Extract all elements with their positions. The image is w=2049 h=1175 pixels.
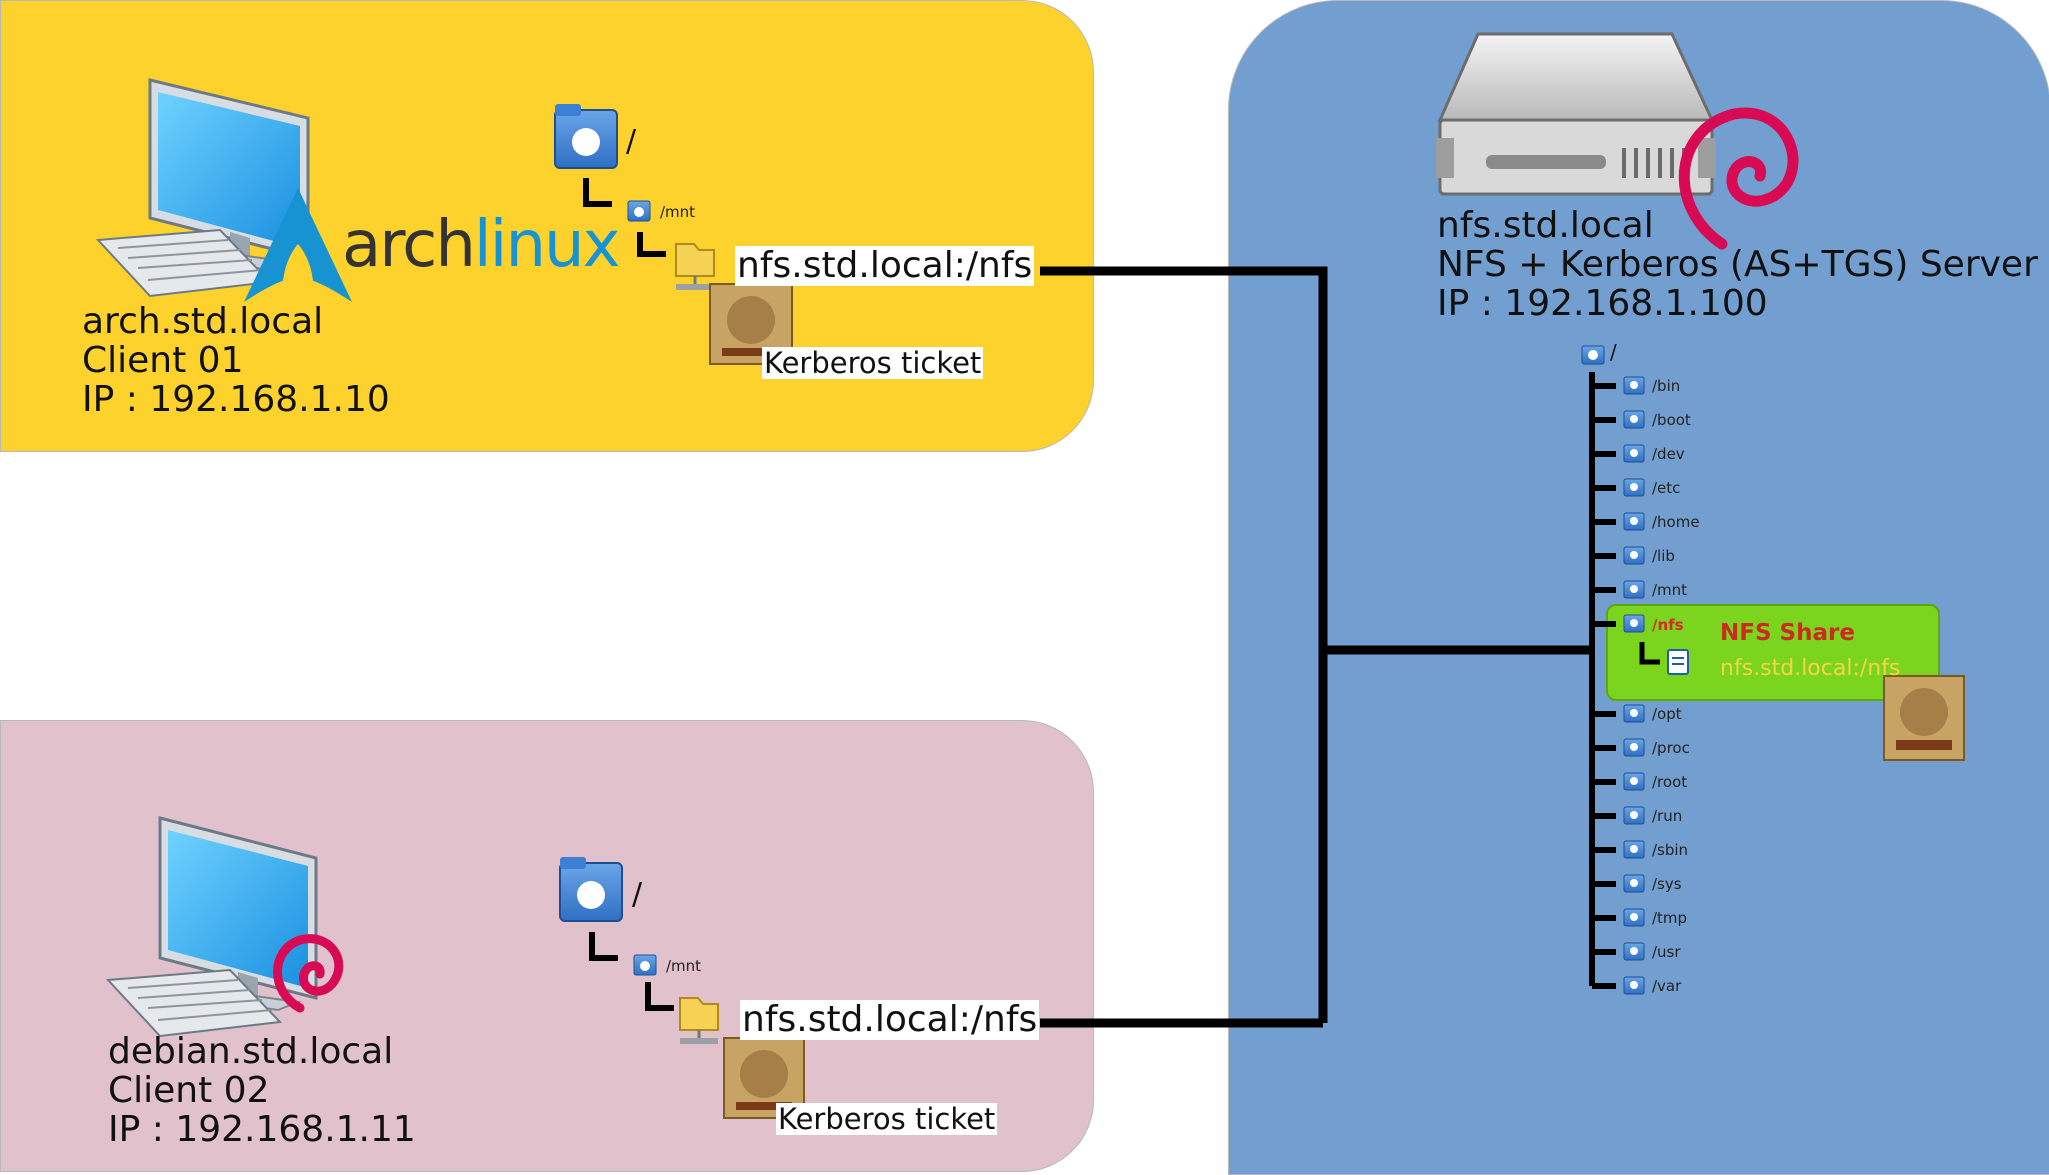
client01-hostname: arch.std.local: [82, 301, 324, 342]
client02-ticket-label: Kerberos ticket: [776, 1102, 998, 1136]
server-dir-bin: /bin: [1652, 377, 1681, 395]
folder-icon: [1623, 580, 1645, 599]
folder-icon: [627, 200, 651, 222]
server-icon: [1436, 32, 1716, 196]
folder-icon: [1623, 976, 1645, 995]
client01-role: Client 01: [82, 340, 244, 381]
server-dir-boot: /boot: [1652, 411, 1691, 429]
server-dir-dev: /dev: [1652, 445, 1685, 463]
client02-mnt-label: /mnt: [666, 957, 702, 975]
folder-icon: [633, 954, 657, 976]
folder-icon: [1623, 908, 1645, 927]
folder-icon: [1623, 478, 1645, 497]
folder-icon: [1623, 772, 1645, 791]
client01-root-label: /: [626, 124, 637, 159]
folder-icon: [1623, 614, 1645, 633]
kerberos-ticket-icon: [1883, 675, 1965, 761]
server-tree: [1581, 345, 1965, 995]
server-dir-run: /run: [1652, 807, 1683, 825]
folder-icon: [1623, 376, 1645, 395]
server-dir-var: /var: [1652, 977, 1682, 995]
kerberos-ticket-icon: [723, 1037, 805, 1119]
folder-icon: [1623, 806, 1645, 825]
folder-icon: [1623, 942, 1645, 961]
client01-ip: IP : 192.168.1.10: [82, 379, 390, 420]
client01-mount-label: nfs.std.local:/nfs: [735, 245, 1035, 286]
folder-icon: [1623, 738, 1645, 757]
computer-icon: [95, 78, 310, 298]
folder-icon: [1623, 410, 1645, 429]
server-ip: IP : 192.168.1.100: [1437, 283, 1768, 324]
network-folder-icon: [675, 243, 715, 290]
nfs-share-path: nfs.std.local:/nfs: [1720, 656, 1901, 681]
server-root-label: /: [1610, 340, 1617, 364]
server-info: nfs.std.local NFS + Kerberos (AS+TGS) Se…: [1437, 206, 2038, 323]
client02-mount-label: nfs.std.local:/nfs: [740, 999, 1040, 1040]
arch-linux-logo: [244, 188, 352, 302]
server-role: NFS + Kerberos (AS+TGS) Server: [1437, 244, 2038, 285]
folder-icon: [1623, 840, 1645, 859]
client02-ip: IP : 192.168.1.11: [108, 1109, 416, 1150]
folder-icon: [1623, 444, 1645, 463]
link-client01: [1040, 266, 1328, 1023]
server-dir-sbin: /sbin: [1652, 841, 1689, 859]
server-dir-root: /root: [1652, 773, 1688, 791]
folder-icon: [554, 104, 618, 169]
client01-ticket-label: Kerberos ticket: [762, 346, 984, 380]
client02-info: debian.std.local Client 02 IP : 192.168.…: [108, 1032, 416, 1149]
server-dir-opt: /opt: [1652, 705, 1682, 723]
server-dir-sys: /sys: [1652, 875, 1682, 893]
server-dir-mnt: /mnt: [1652, 581, 1688, 599]
server-dir-nfs: /nfs: [1652, 616, 1684, 634]
server-dir-usr: /usr: [1652, 943, 1681, 961]
client02-hostname: debian.std.local: [108, 1031, 394, 1072]
client02-role: Client 02: [108, 1070, 270, 1111]
folder-icon: [1623, 874, 1645, 893]
server-dir-lib: /lib: [1652, 547, 1675, 565]
server-dir-home: /home: [1652, 513, 1700, 531]
network-folder-icon: [679, 997, 719, 1044]
folder-icon: [559, 857, 623, 922]
nfs-share-title: NFS Share: [1720, 620, 1855, 646]
client02-root-label: /: [632, 877, 643, 912]
client01-mnt-label: /mnt: [660, 203, 696, 221]
server-dir-etc: /etc: [1652, 479, 1681, 497]
folder-icon: [1623, 512, 1645, 531]
debian-swirl-logo: [1678, 107, 1799, 250]
client02-tree: [559, 857, 805, 1119]
network-links: [1040, 266, 1595, 1028]
computer-icon: [105, 816, 318, 1038]
client01-info: arch.std.local Client 01 IP : 192.168.1.…: [82, 302, 390, 419]
server-dir-proc: /proc: [1652, 739, 1690, 757]
file-icon: [1667, 649, 1689, 675]
debian-swirl-logo: [273, 934, 344, 1013]
folder-icon: [1581, 345, 1605, 365]
arch-linux-wordmark: archlinux: [342, 208, 620, 282]
folder-icon: [1623, 546, 1645, 565]
server-dir-tmp: /tmp: [1652, 909, 1688, 927]
server-hostname: nfs.std.local: [1437, 205, 1654, 246]
folder-icon: [1623, 704, 1645, 723]
